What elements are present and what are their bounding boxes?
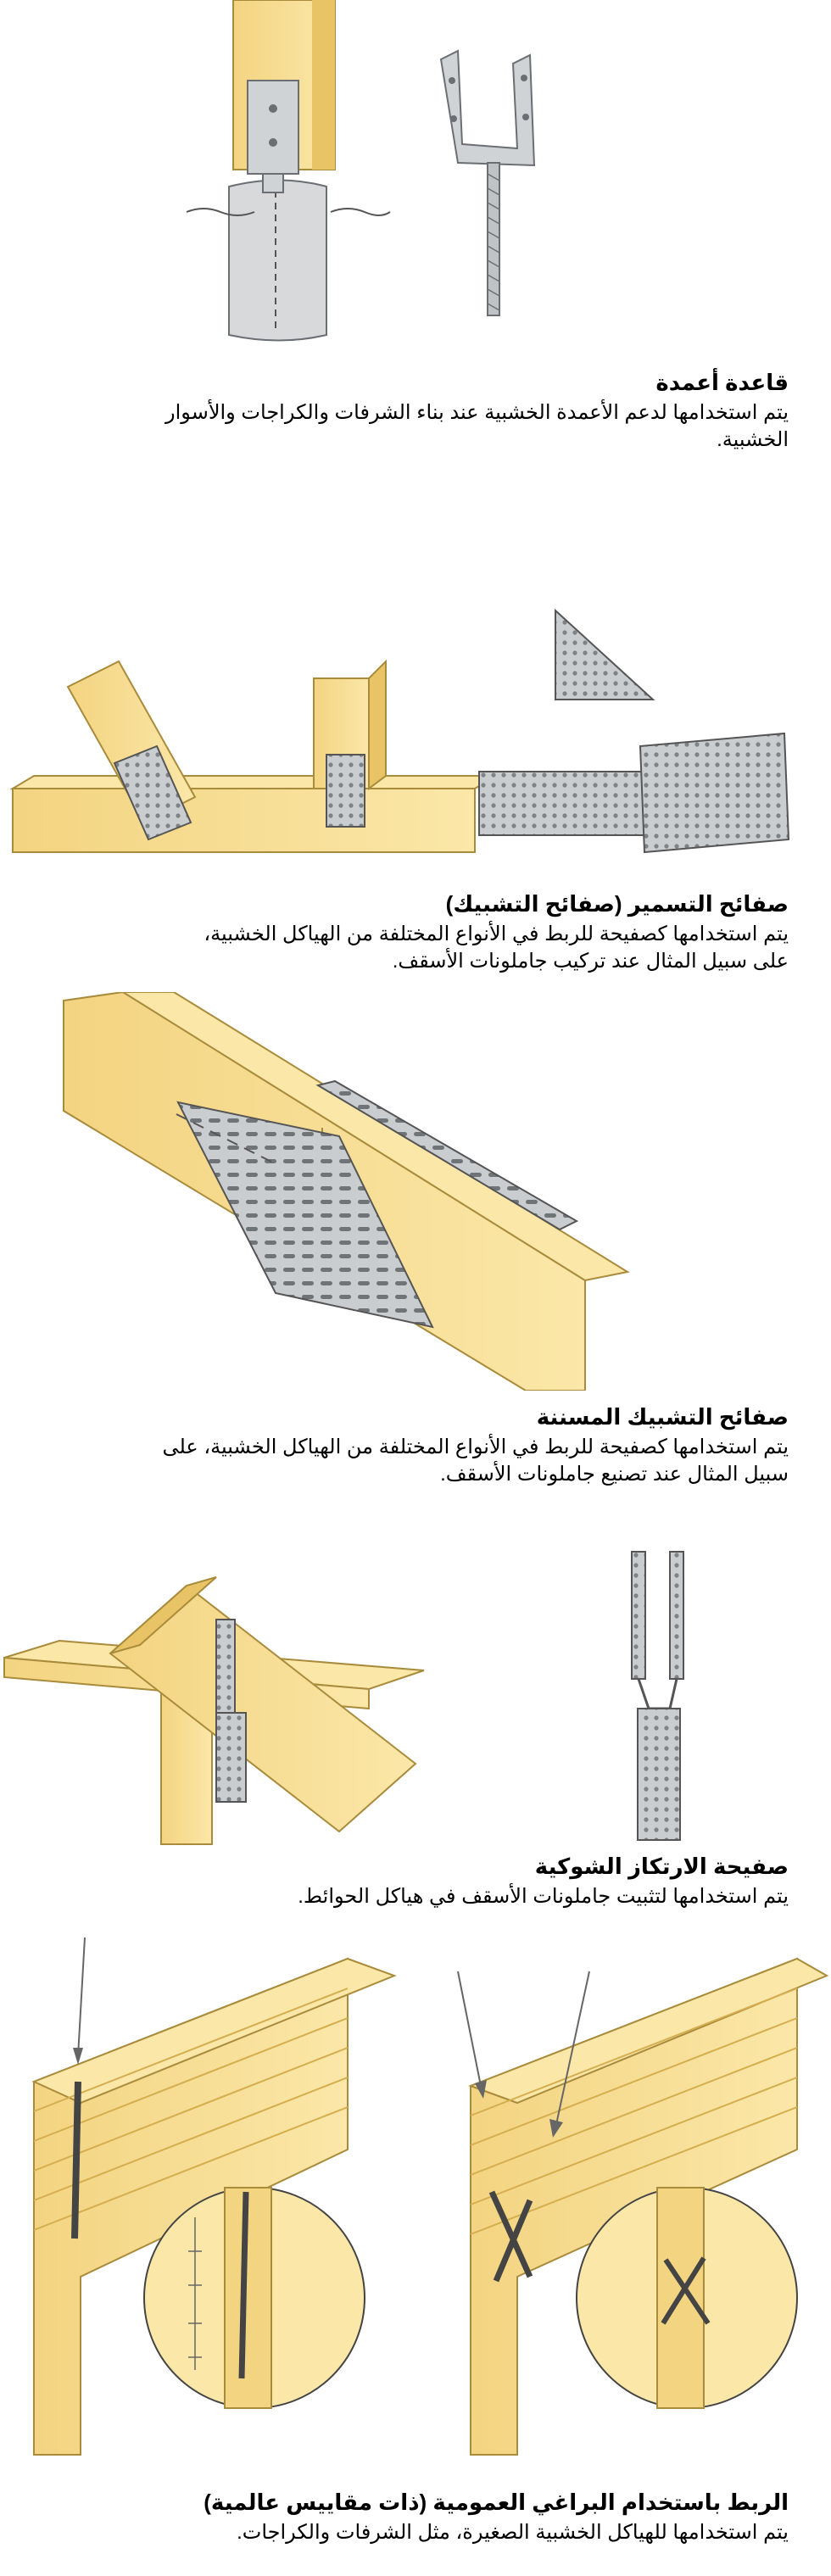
section-text-line: سبيل المثال عند تصنيع جاملونات الأسقف.: [440, 1463, 789, 1486]
section-universal-screws: الربط باستخدام البراغي العمومية (ذات مقا…: [34, 2489, 789, 2546]
concrete-footing: [228, 179, 327, 342]
nail-plate-vertical: [326, 754, 365, 828]
threaded-rod: [487, 162, 500, 316]
section-title: قاعدة أعمدة: [655, 370, 789, 395]
universal-screws-figure: [0, 1938, 831, 2472]
post-base-figure: [0, 0, 831, 356]
section-text-line: يتم استخدامها كصفيحة للربط في الأنواع ال…: [162, 1436, 789, 1458]
section-title: صفائح التشبيك المسننة: [536, 1404, 789, 1430]
spike-plate-upper: [215, 1619, 236, 1718]
section-text-line: يتم استخدامها للهياكل الخشبية الصغيرة، م…: [237, 2521, 789, 2544]
section-text-line: يتم استخدامها لتثبيت جاملونات الأسقف في …: [298, 1885, 789, 1908]
toothed-strip: [315, 1079, 579, 1231]
post-bracket: [247, 80, 299, 175]
section-text-line: يتم استخدامها لدعم الأعمدة الخشبية عند ب…: [165, 401, 789, 424]
u-bracket: [439, 49, 536, 167]
bottom-beam: [12, 788, 476, 853]
spike-plate-base: [637, 1708, 681, 1841]
crossed-screw-a: [488, 2190, 533, 2278]
spike-prong-left: [631, 1551, 646, 1680]
section-title: صفيحة الارتكاز الشوكية: [534, 1854, 789, 1879]
nail-plate-diagonal: [113, 744, 192, 841]
section-post-base: قاعدة أعمدة يتم استخدامها لدعم الأعمدة ا…: [34, 369, 789, 454]
section-text-line: الخشبية.: [717, 428, 789, 451]
large-nail-plate: [639, 732, 790, 854]
toothed-plate: [176, 1101, 434, 1329]
section-spike-plate: صفيحة الارتكاز الشوكية يتم استخدامها لتث…: [34, 1853, 789, 1910]
toothed-plates-figure: [0, 992, 831, 1391]
section-text-line: يتم استخدامها كصفيحة للربط في الأنواع ال…: [204, 923, 789, 945]
crossed-screw-b: [493, 2199, 533, 2283]
spike-plate-lower: [215, 1712, 247, 1803]
section-title: الربط باستخدام البراغي العمومية (ذات مقا…: [204, 2490, 789, 2515]
section-toothed-plates: صفائح التشبيك المسننة يتم استخدامها كصفي…: [34, 1403, 789, 1488]
triangle-nail-plate: [555, 608, 655, 700]
long-nail-plate: [478, 771, 650, 836]
section-title: صفائح التسمير (صفائح التشبيك): [445, 891, 789, 917]
section-text-line: على سبيل المثال عند تركيب جاملونات الأسق…: [392, 950, 789, 973]
nail-plates-figure: [0, 577, 831, 882]
spike-plate-figure: [0, 1509, 831, 1848]
section-nail-plates: صفائح التسمير (صفائح التشبيك) يتم استخدا…: [34, 890, 789, 975]
spike-prong-right: [669, 1551, 684, 1680]
vertical-screw: [71, 2081, 81, 2239]
